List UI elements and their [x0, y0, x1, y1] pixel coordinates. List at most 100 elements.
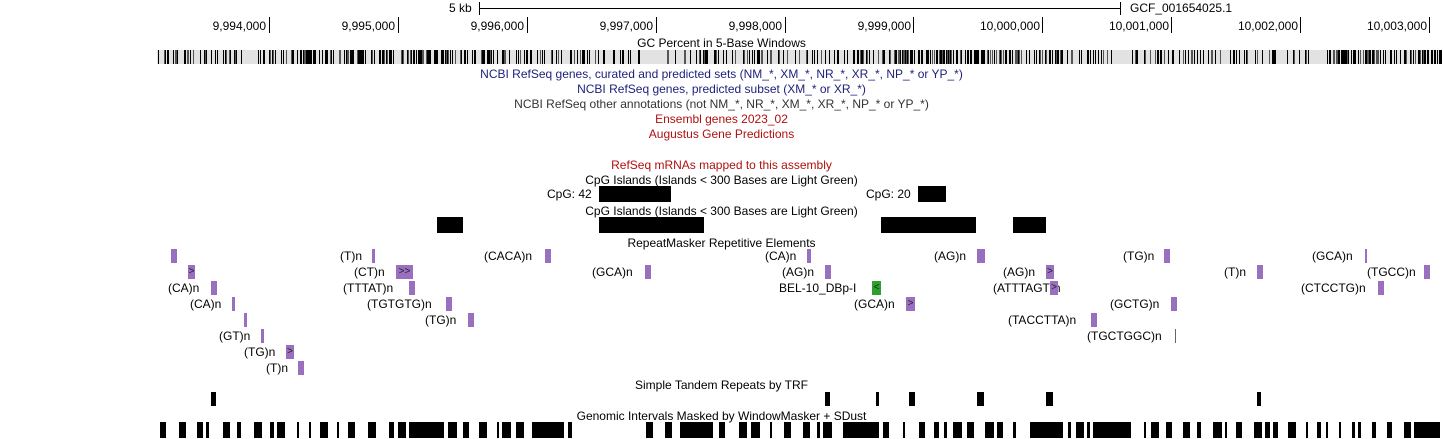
- gc-window-mark: [1015, 50, 1016, 64]
- refseq-predicted-track-title[interactable]: NCBI RefSeq genes, predicted subset (XM_…: [577, 82, 866, 96]
- ensembl-track-title[interactable]: Ensembl genes 2023_02: [655, 112, 788, 126]
- gc-window-mark: [402, 50, 403, 64]
- masked-interval: [739, 422, 747, 438]
- gc-window-mark: [685, 50, 686, 64]
- masked-interval: [934, 422, 939, 438]
- cpg-island[interactable]: [918, 186, 946, 202]
- gc-window-mark: [899, 50, 900, 64]
- gc-window-mark: [241, 50, 242, 64]
- repeat-element-arrow-icon[interactable]: >: [906, 297, 915, 311]
- repeat-element[interactable]: [977, 249, 985, 263]
- repeat-element[interactable]: [1164, 249, 1170, 263]
- repeat-element[interactable]: [261, 329, 264, 343]
- masked-interval: [197, 422, 203, 438]
- gc-window-mark: [918, 50, 919, 64]
- gc-window-mark: [1365, 50, 1366, 64]
- tandem-repeat[interactable]: [1257, 392, 1261, 406]
- cpg-island[interactable]: [1013, 217, 1046, 233]
- gc-window-mark: [754, 50, 755, 64]
- repeat-element[interactable]: [645, 265, 651, 279]
- repeat-element-arrow-icon[interactable]: >: [188, 265, 195, 279]
- gc-window-mark: [236, 50, 237, 64]
- repeat-element-arrow-icon[interactable]: >>: [396, 265, 413, 279]
- gc-window-mark: [1428, 50, 1429, 64]
- repeat-element[interactable]: [1424, 265, 1430, 279]
- gc-window-mark: [434, 50, 435, 64]
- gc-window-mark: [767, 50, 768, 64]
- gc-window-mark: [1366, 50, 1367, 64]
- gc-window-mark: [423, 50, 424, 64]
- masked-interval: [497, 422, 499, 438]
- repeat-element[interactable]: [446, 297, 452, 311]
- gc-window-mark: [992, 50, 993, 64]
- gc-window-mark: [942, 50, 943, 64]
- repeat-element-arrow-icon[interactable]: >: [1050, 281, 1058, 295]
- gc-window-mark: [1042, 50, 1043, 64]
- tandem-repeat[interactable]: [909, 392, 915, 406]
- repeat-element[interactable]: [372, 249, 375, 263]
- gc-percent-track-title[interactable]: GC Percent in 5-Base Windows: [637, 36, 806, 50]
- windowmasker-track-title[interactable]: Genomic Intervals Masked by WindowMasker…: [576, 409, 867, 423]
- gc-window-mark: [1255, 50, 1256, 64]
- gc-window-mark: [977, 50, 978, 64]
- repeat-element[interactable]: [409, 281, 415, 295]
- repeat-element[interactable]: [1257, 265, 1263, 279]
- gc-window-mark: [1411, 50, 1412, 64]
- tandem-repeat[interactable]: [876, 392, 879, 406]
- gc-window-mark: [706, 50, 707, 64]
- gc-window-mark: [1273, 50, 1274, 64]
- refseq-mrna-track-title[interactable]: RefSeq mRNAs mapped to this assembly: [611, 158, 832, 172]
- gc-window-mark: [1418, 50, 1419, 64]
- gc-window-mark: [1376, 50, 1377, 64]
- gc-window-mark: [1378, 50, 1379, 64]
- cpg-island[interactable]: [599, 217, 704, 233]
- cpg-unmasked-track-title[interactable]: CpG Islands (Islands < 300 Bases are Lig…: [585, 204, 858, 218]
- gc-window-mark: [906, 50, 907, 64]
- gc-window-mark: [1369, 50, 1370, 64]
- cpg-track-title[interactable]: CpG Islands (Islands < 300 Bases are Lig…: [585, 173, 858, 187]
- repeat-element[interactable]: [1365, 249, 1367, 263]
- repeat-element[interactable]: [825, 265, 831, 279]
- gc-window-mark: [1203, 50, 1204, 64]
- gc-window-mark: [361, 50, 362, 64]
- repeat-element[interactable]: [468, 313, 474, 327]
- repeat-element[interactable]: [1175, 329, 1176, 343]
- repeat-element[interactable]: [171, 249, 177, 263]
- tandem-repeat[interactable]: [1046, 392, 1053, 406]
- repeat-element[interactable]: [232, 297, 235, 311]
- refseq-curated-track-title[interactable]: NCBI RefSeq genes, curated and predicted…: [480, 67, 963, 81]
- repeat-element[interactable]: [1091, 313, 1097, 327]
- repeat-element[interactable]: [298, 361, 304, 375]
- gc-window-mark: [705, 50, 706, 64]
- augustus-track-title[interactable]: Augustus Gene Predictions: [648, 127, 795, 141]
- tandem-repeat[interactable]: [825, 392, 830, 406]
- repeat-element[interactable]: [1378, 281, 1384, 295]
- bel-element-arrow-icon[interactable]: <: [872, 281, 881, 295]
- gc-window-mark: [205, 50, 206, 64]
- repeatmasker-track-title[interactable]: RepeatMasker Repetitive Elements: [627, 236, 816, 250]
- gc-window-mark: [1341, 50, 1342, 64]
- cpg-island[interactable]: [599, 186, 671, 202]
- repeat-element[interactable]: [807, 249, 811, 263]
- masked-interval: [1166, 422, 1172, 438]
- trf-track-title[interactable]: Simple Tandem Repeats by TRF: [635, 378, 808, 392]
- repeat-element[interactable]: [545, 249, 551, 263]
- repeat-element[interactable]: [1171, 297, 1177, 311]
- refseq-other-track-title[interactable]: NCBI RefSeq other annotations (not NM_*,…: [514, 97, 929, 111]
- cpg-island[interactable]: [437, 217, 463, 233]
- gc-window-mark: [193, 50, 194, 64]
- repeat-element-arrow-icon[interactable]: >: [286, 345, 294, 359]
- gc-window-mark: [1348, 50, 1349, 64]
- repeat-element[interactable]: [244, 313, 247, 327]
- gc-window-mark: [1072, 50, 1073, 64]
- gc-window-mark: [890, 50, 891, 64]
- repeat-element-arrow-icon[interactable]: >: [1046, 265, 1054, 279]
- cpg-island[interactable]: [881, 217, 976, 233]
- gc-window-mark: [1287, 50, 1288, 64]
- tandem-repeat[interactable]: [977, 392, 984, 406]
- masked-interval: [1213, 422, 1222, 438]
- repeat-element[interactable]: [211, 281, 217, 295]
- tandem-repeat[interactable]: [211, 392, 216, 406]
